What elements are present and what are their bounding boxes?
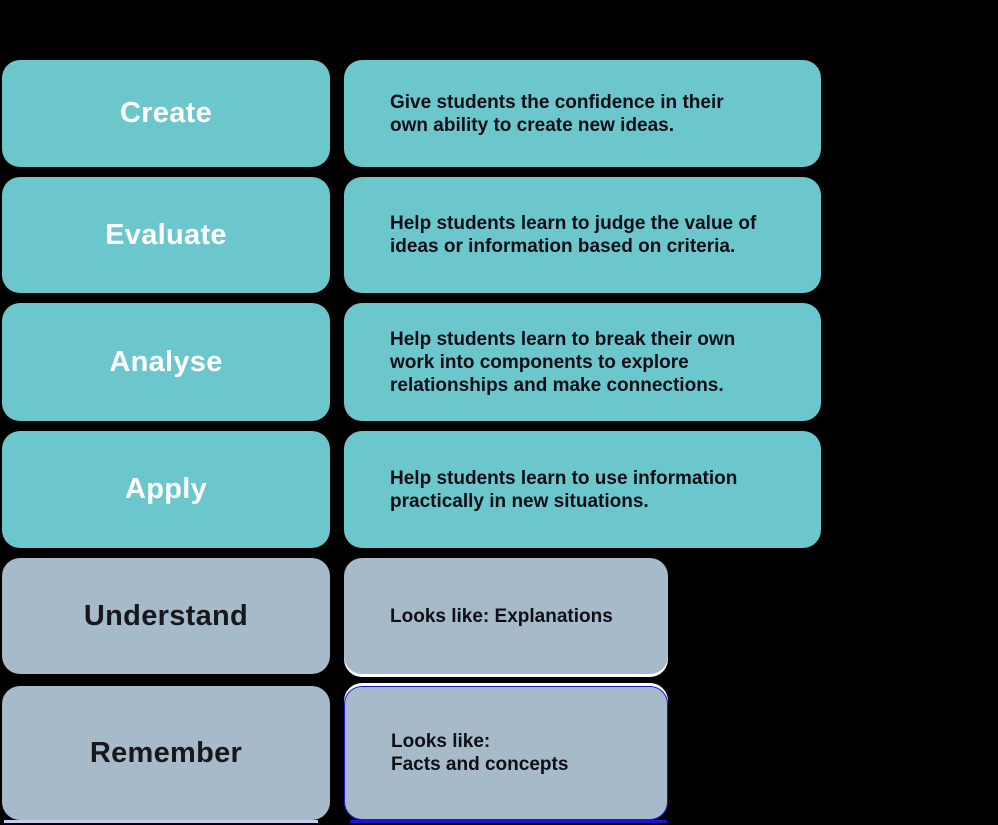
level-label: Apply: [124, 473, 208, 505]
description-text: Give students the confidence in their ow…: [390, 91, 724, 136]
description-text: Help students learn to break their own w…: [390, 328, 736, 396]
description-text: Looks like: Facts and concepts: [391, 731, 569, 775]
level-card-create: Create: [2, 60, 330, 167]
description-text: Help students learn to use information p…: [390, 467, 738, 512]
page-edge-underline-right: [350, 820, 667, 823]
row-analyse: Analyse Help students learn to break the…: [0, 303, 998, 421]
page-edge-underline-left: [4, 820, 318, 823]
level-label: Understand: [83, 599, 249, 632]
description-card-remember: Looks like: Facts and concepts: [344, 686, 668, 820]
level-label: Remember: [89, 736, 243, 769]
row-evaluate: Evaluate Help students learn to judge th…: [0, 177, 998, 293]
level-label: Analyse: [109, 345, 223, 378]
level-card-remember: Remember: [2, 686, 330, 820]
level-card-analyse: Analyse: [2, 303, 330, 421]
row-understand: Understand Looks like: Explanations: [0, 558, 998, 674]
description-card-apply: Help students learn to use information p…: [344, 431, 821, 548]
description-card-analyse: Help students learn to break their own w…: [344, 303, 821, 421]
level-card-evaluate: Evaluate: [2, 177, 330, 293]
row-remember: Remember Looks like: Facts and concepts: [0, 686, 998, 820]
description-card-create: Give students the confidence in their ow…: [344, 60, 821, 167]
description-card-evaluate: Help students learn to judge the value o…: [344, 177, 821, 293]
level-label: Evaluate: [105, 218, 227, 251]
description-text: Help students learn to judge the value o…: [390, 213, 757, 257]
description-card-understand: Looks like: Explanations: [344, 558, 668, 674]
description-text: Looks like: Explanations: [390, 605, 613, 627]
row-apply: Apply Help students learn to use informa…: [0, 431, 998, 548]
level-card-apply: Apply: [2, 431, 330, 548]
row-create: Create Give students the confidence in t…: [0, 60, 998, 167]
level-card-understand: Understand: [2, 558, 330, 674]
level-label: Create: [119, 97, 213, 129]
